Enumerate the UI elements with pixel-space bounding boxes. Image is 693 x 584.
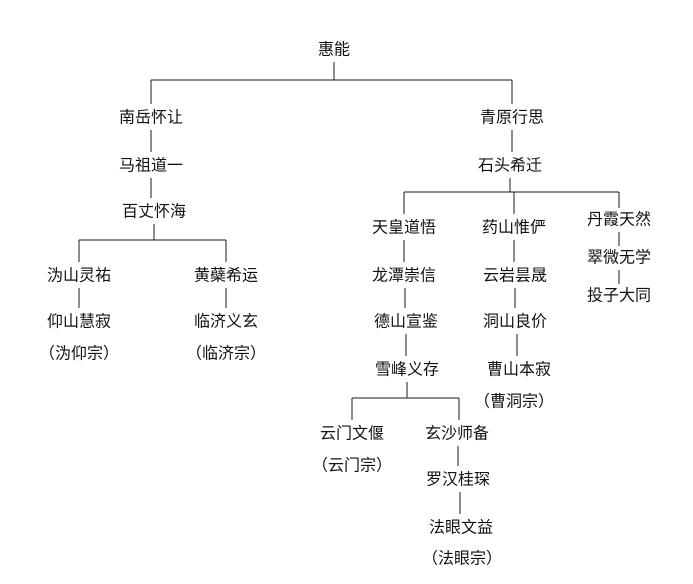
node-dongshan: 洞山良价	[483, 312, 547, 331]
node-xuansha: 玄沙师备	[425, 424, 489, 443]
node-guishan: 沩山灵祐	[47, 266, 111, 285]
node-qingyuan: 青原行思	[480, 108, 544, 127]
node-huangbo: 黄蘗希运	[194, 266, 258, 285]
node-linji: 临济义玄	[194, 312, 258, 331]
node-yunmenzong: （云门宗）	[312, 456, 392, 475]
node-yaoshan: 药山惟俨	[482, 218, 546, 237]
node-longtan: 龙潭崇信	[372, 266, 436, 285]
node-yunyan: 云岩昙晟	[483, 266, 547, 285]
node-fayan: 法眼文益	[429, 518, 493, 537]
node-danxia: 丹霞天然	[587, 210, 651, 229]
lineage-connectors	[78, 62, 620, 514]
node-yangshan: 仰山慧寂	[47, 312, 111, 331]
node-deshan: 德山宣鉴	[374, 312, 438, 331]
node-touzi: 投子大同	[587, 286, 651, 305]
node-shitou: 石头希迁	[478, 156, 542, 175]
node-caodongzong: （曹洞宗）	[474, 392, 554, 411]
node-nanyue: 南岳怀让	[119, 108, 183, 127]
node-fayanzong: （法眼宗）	[422, 549, 502, 568]
node-caoshan: 曹山本寂	[487, 360, 551, 379]
node-cuiwei: 翠微无学	[587, 248, 651, 267]
node-guiyang: （沩仰宗）	[39, 344, 119, 363]
node-mazu: 马祖道一	[119, 156, 183, 175]
node-tianhuang: 天皇道悟	[372, 218, 436, 237]
node-huineng: 惠能	[318, 40, 350, 59]
node-yunmen: 云门文偃	[320, 424, 384, 443]
node-xuefeng: 雪峰义存	[375, 360, 439, 379]
node-linjizong: （临济宗）	[186, 344, 266, 363]
node-luohan: 罗汉桂琛	[426, 470, 490, 489]
node-baizhang: 百丈怀海	[122, 202, 186, 221]
